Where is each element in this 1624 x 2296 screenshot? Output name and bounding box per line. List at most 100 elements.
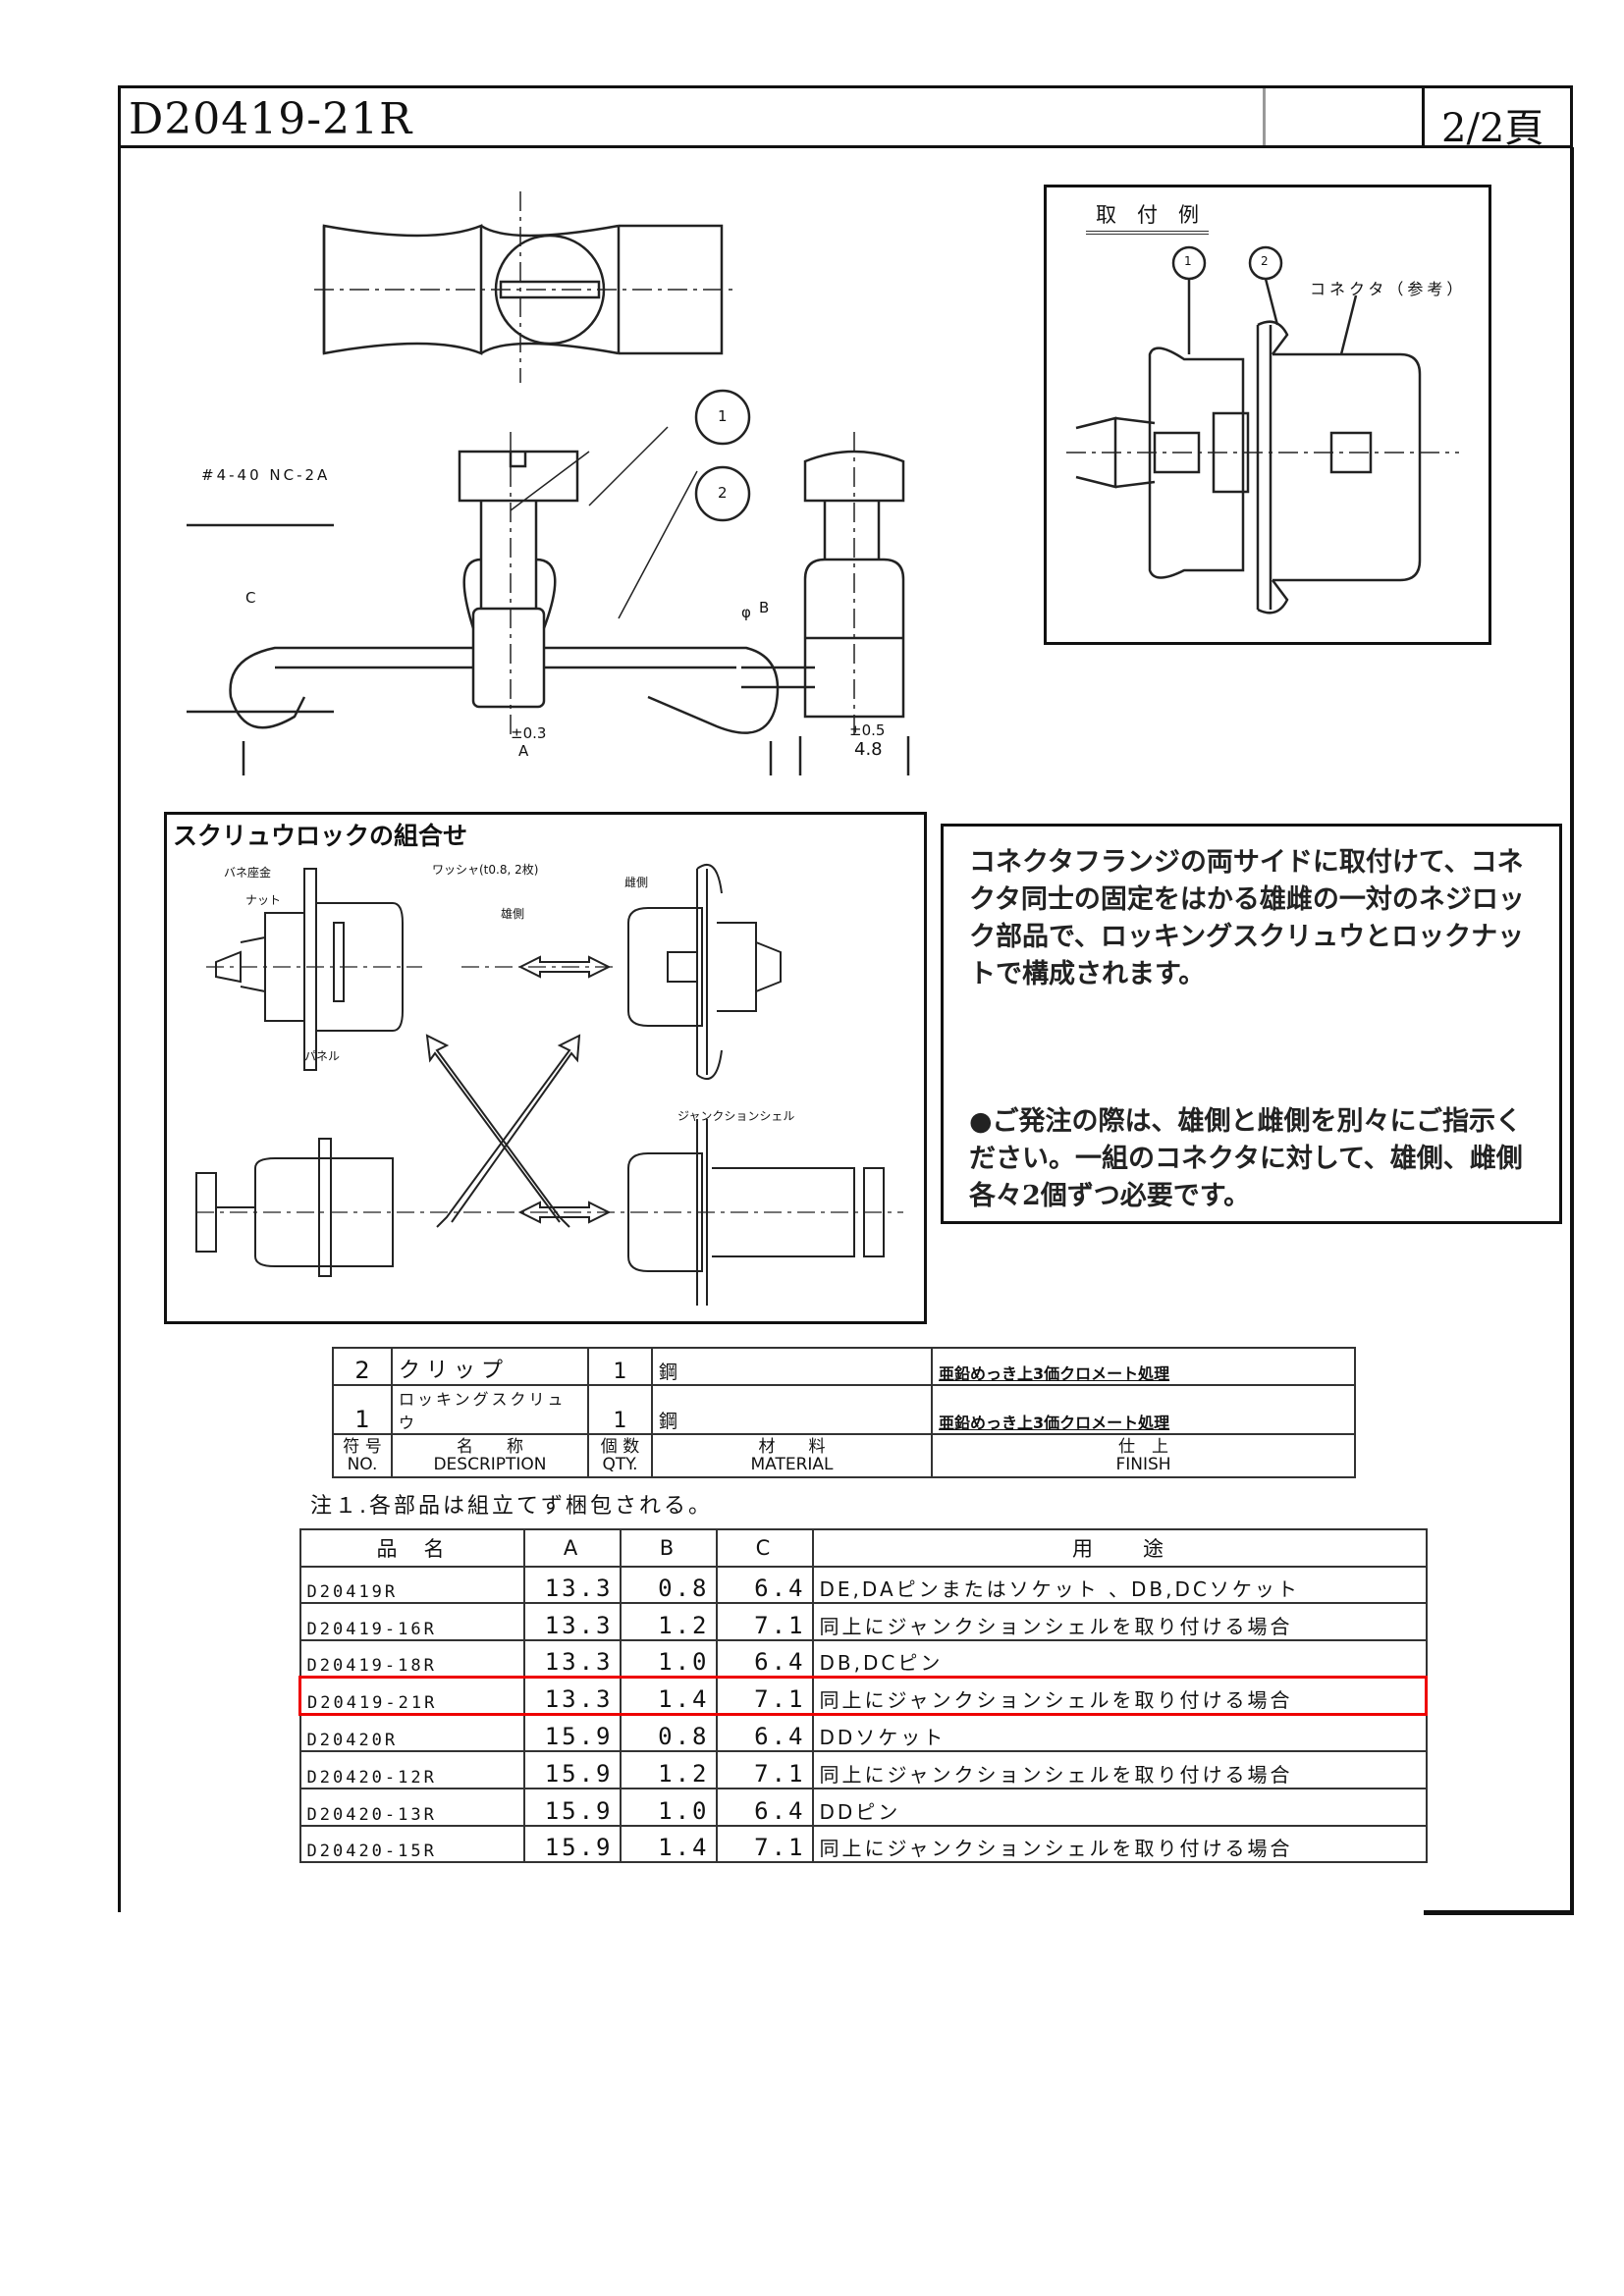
- dim-b: 1.2: [619, 1750, 718, 1789]
- balloon-1-label: 1: [718, 407, 728, 425]
- side-view: [798, 432, 910, 775]
- order-note: ●ご発注の際は、雄側と雌側を別々にご指示ください。一組のコネクタに対して、雄側、…: [969, 1106, 1523, 1211]
- top-view: [314, 191, 736, 383]
- header-qty-jp: 個 数: [600, 1437, 640, 1457]
- part-material: 鋼: [651, 1347, 933, 1386]
- frame-line: [118, 147, 121, 1912]
- connector-label: コネクタ（参考）: [1310, 280, 1467, 298]
- usage: DDソケット: [811, 1713, 1428, 1753]
- document-id: D20419-21R: [129, 94, 413, 144]
- header-finish-jp: 仕 上: [1118, 1437, 1168, 1457]
- table-header-row: 品 名 A B C 用 途: [298, 1528, 1428, 1568]
- dim-b: 0.8: [619, 1565, 718, 1605]
- header-material-jp: 材 料: [758, 1437, 826, 1457]
- table-row: 2 クリップ 1 鋼 亜鉛めっき上3価クロメート処理: [332, 1347, 1356, 1386]
- nut-label: ナット: [245, 893, 282, 907]
- balloon: [694, 465, 751, 522]
- balloon-1-label: 1: [1184, 254, 1192, 268]
- dim-b-phi: φ: [741, 604, 751, 621]
- dim-a-tolerance: ±0.3: [511, 724, 547, 742]
- header-a: A: [522, 1528, 622, 1568]
- frame-line: [1424, 1910, 1574, 1915]
- dim-c: 6.4: [715, 1565, 814, 1605]
- screw-lock-title: スクリュウロックの組合せ: [173, 822, 468, 850]
- spring-washer-label: バネ座金: [224, 866, 272, 880]
- part-finish: 亜鉛めっき上3価クロメート処理: [931, 1384, 1356, 1435]
- assembly-note: 注１.各部品は組立てず梱包される。: [310, 1494, 713, 1519]
- male-side-label: 雄側: [501, 907, 525, 921]
- header-no-jp: 符 号: [343, 1437, 382, 1457]
- usage: 同上にジャンクションシェルを取り付ける場合: [811, 1750, 1428, 1789]
- washer-label: ワッシャ(t0.8, 2枚): [432, 863, 539, 877]
- header-no: NO.: [347, 1455, 378, 1474]
- frame-line: [1570, 147, 1574, 1915]
- dim-a: 13.3: [522, 1565, 622, 1605]
- part-name: D20420-12R: [298, 1750, 525, 1789]
- description-text: コネクタフランジの両サイドに取付けて、コネクタ同士の固定をはかる雄雌の一対のネジ…: [969, 847, 1525, 989]
- front-view: [187, 426, 815, 775]
- header-qty: QTY.: [602, 1455, 638, 1474]
- dim-b: 1.0: [619, 1787, 718, 1827]
- dim-a: 15.9: [522, 1713, 622, 1753]
- part-description: ロッキングスクリュウ: [391, 1384, 589, 1435]
- screw-lock-panel: スクリュウロックの組合せ バネ座金 ナット ワッシャ(t0.8, 2枚) 雄側 …: [164, 812, 927, 1324]
- usage: 同上にジャンクションシェルを取り付ける場合: [811, 1676, 1428, 1716]
- dim-c: 6.4: [715, 1639, 814, 1679]
- balloon: [694, 389, 751, 446]
- part-material: 鋼: [651, 1384, 933, 1435]
- part-no: 1: [332, 1384, 393, 1435]
- usage: 同上にジャンクションシェルを取り付ける場合: [811, 1824, 1428, 1864]
- dim-b: 0.8: [619, 1713, 718, 1753]
- dim-c: 7.1: [715, 1676, 814, 1716]
- header-desc: DESCRIPTION: [433, 1455, 547, 1474]
- header-finish: FINISH: [1115, 1455, 1171, 1474]
- part-name: D20420R: [298, 1713, 525, 1753]
- dim-b: 1.4: [619, 1676, 718, 1716]
- balloon-2-label: 2: [718, 484, 728, 502]
- dim-a: 15.9: [522, 1787, 622, 1827]
- part-name: D20420-15R: [298, 1824, 525, 1864]
- screw-lock-drawing: [195, 863, 903, 1306]
- usage: DB,DCピン: [811, 1639, 1428, 1679]
- usage: DDピン: [811, 1787, 1428, 1827]
- dim-a: 13.3: [522, 1639, 622, 1679]
- panel-label: パネル: [304, 1049, 341, 1063]
- divider: [1422, 88, 1425, 145]
- usage: 同上にジャンクションシェルを取り付ける場合: [811, 1602, 1428, 1642]
- part-name: D20419-21R: [298, 1676, 525, 1716]
- dim-c: 7.1: [715, 1824, 814, 1864]
- description-panel: コネクタフランジの両サイドに取付けて、コネクタ同士の固定をはかる雄雌の一対のネジ…: [941, 824, 1562, 1224]
- dim-a: 15.9: [522, 1824, 622, 1864]
- dim-c: 6.4: [715, 1713, 814, 1753]
- header-c: C: [715, 1528, 814, 1568]
- divider: [1263, 88, 1266, 145]
- part-drawing: [187, 191, 910, 775]
- dim-a: 15.9: [522, 1750, 622, 1789]
- dim-c: 6.4: [715, 1787, 814, 1827]
- page-number: 2/2頁: [1441, 106, 1544, 151]
- dim-a: 13.3: [522, 1602, 622, 1642]
- dim-width-value: 4.8: [854, 739, 883, 760]
- part-name: D20420-13R: [298, 1787, 525, 1827]
- part-qty: 1: [587, 1384, 653, 1435]
- dim-c-label: C: [245, 589, 256, 607]
- part-name: D20419R: [298, 1565, 525, 1605]
- part-no: 2: [332, 1347, 393, 1386]
- parts-table: 2 クリップ 1 鋼 亜鉛めっき上3価クロメート処理 1 ロッキングスクリュウ …: [332, 1347, 1356, 1478]
- header-desc-jp: 名 称: [457, 1437, 523, 1457]
- install-example-panel: 取 付 例 コネクタ（参考） 1 2: [1044, 185, 1491, 645]
- part-qty: 1: [587, 1347, 653, 1386]
- dim-c: 7.1: [715, 1750, 814, 1789]
- table-row: 1 ロッキングスクリュウ 1 鋼 亜鉛めっき上3価クロメート処理: [332, 1384, 1356, 1435]
- usage: DE,DAピンまたはソケット 、DB,DCソケット: [811, 1565, 1428, 1605]
- title-block: D20419-21R 2/2頁: [118, 85, 1573, 151]
- balloon-2-label: 2: [1261, 254, 1269, 268]
- dim-b: 1.2: [619, 1602, 718, 1642]
